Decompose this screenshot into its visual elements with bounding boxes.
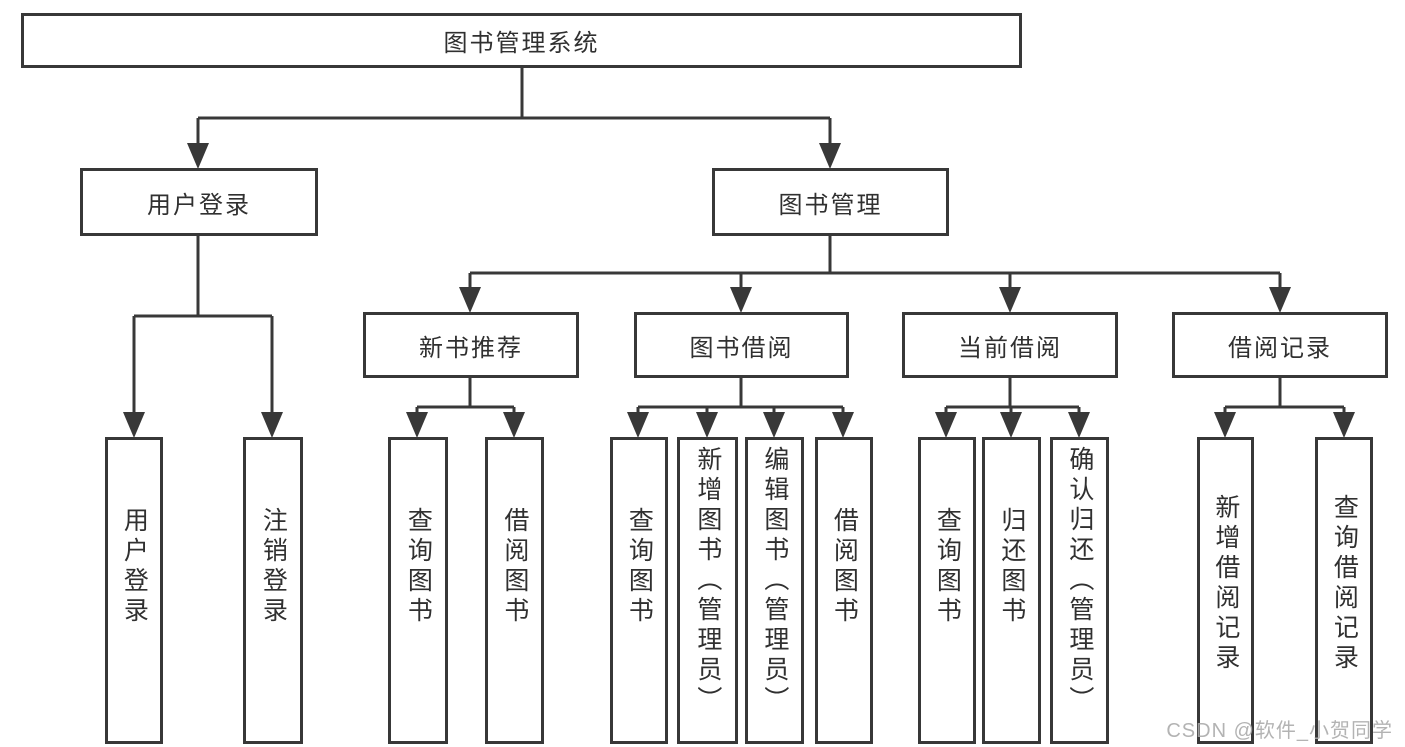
leaf-logout: 注销登录 [243,437,303,744]
leaf-add-borrow-record: 新增借阅记录 [1197,437,1254,744]
leaf-query-borrow-record: 查询借阅记录 [1315,437,1373,744]
node-book-management: 图书管理 [712,168,949,236]
node-label: 借阅记录 [1228,334,1332,362]
leaf-label: 查询图书 [404,506,433,627]
leaf-label: 查询借阅记录 [1330,493,1359,674]
leaf-query-books-current: 查询图书 [918,437,976,744]
node-label: 图书管理 [778,191,883,219]
leaf-label: 归还图书 [997,506,1026,627]
leaf-label: 查询图书 [933,506,962,627]
leaf-label: 新增图书（管理员） [693,446,722,716]
leaf-query-books-recommend: 查询图书 [388,437,448,744]
node-current-borrowing: 当前借阅 [902,312,1118,378]
leaf-label: 查询图书 [625,506,654,627]
node-borrowing-records: 借阅记录 [1172,312,1388,378]
leaf-label: 编辑图书（管理员） [760,446,789,716]
node-label: 图书管理系统 [443,30,600,57]
leaf-borrow-books-borrow: 借阅图书 [815,437,873,744]
node-user-login: 用户登录 [80,168,318,236]
node-book-borrowing: 图书借阅 [634,312,849,378]
arrowhead-icons [123,143,1355,438]
leaf-label: 借阅图书 [500,506,529,627]
leaf-label: 确认归还（管理员） [1065,446,1094,716]
leaf-borrow-books-recommend: 借阅图书 [485,437,544,744]
leaf-query-books-borrow: 查询图书 [610,437,668,744]
leaf-edit-book-admin: 编辑图书（管理员） [745,437,804,744]
leaf-return-book: 归还图书 [982,437,1041,744]
csdn-watermark: CSDN @软件_小贺同学 [1166,720,1393,742]
node-label: 当前借阅 [958,334,1062,362]
node-label: 新书推荐 [419,334,523,362]
leaf-add-book-admin: 新增图书（管理员） [677,437,738,744]
node-new-book-recommendation: 新书推荐 [363,312,579,378]
leaf-label: 新增借阅记录 [1211,493,1240,674]
leaf-user-login: 用户登录 [105,437,163,744]
node-book-management-system: 图书管理系统 [21,13,1022,68]
leaf-label: 注销登录 [259,506,288,627]
leaf-label: 借阅图书 [830,506,859,627]
leaf-label: 用户登录 [120,506,149,627]
leaf-confirm-return-admin: 确认归还（管理员） [1050,437,1109,744]
node-label: 用户登录 [147,191,251,219]
node-label: 图书借阅 [689,334,794,362]
